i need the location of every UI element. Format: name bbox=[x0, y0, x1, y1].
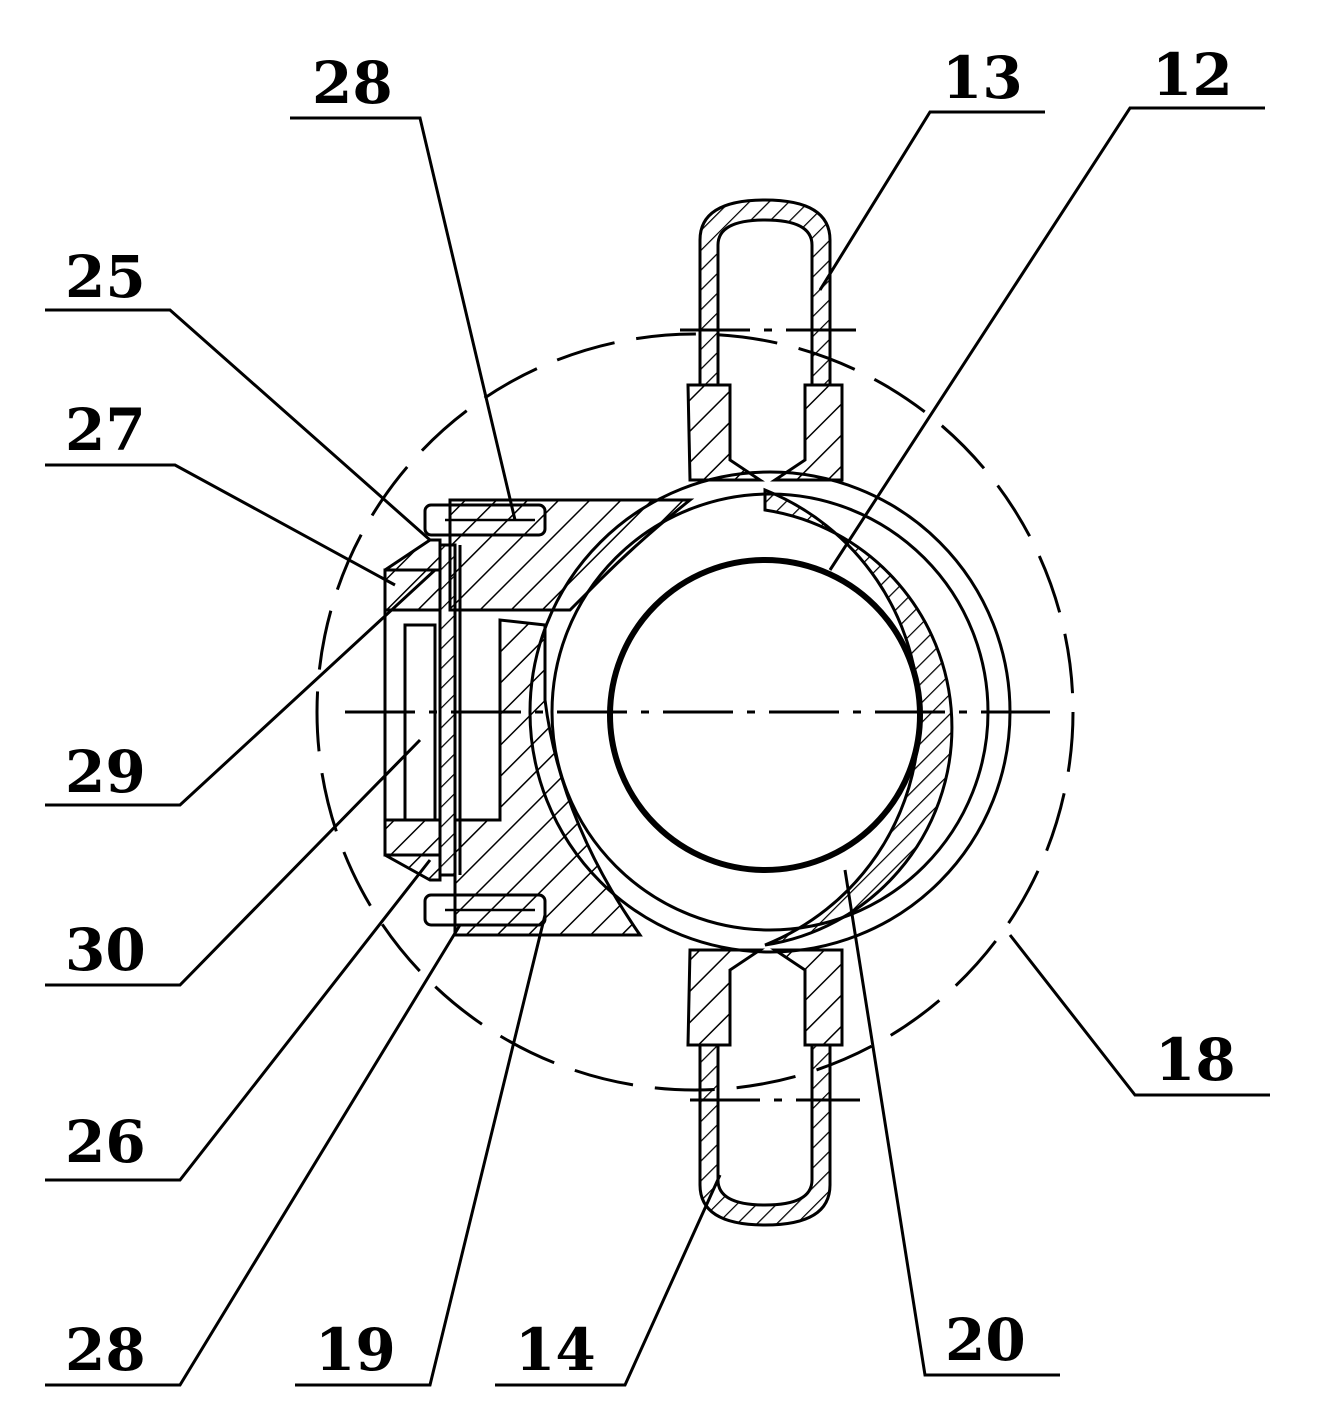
label-12: 12 bbox=[1152, 41, 1233, 109]
bottom-port-neck-right bbox=[770, 948, 844, 1047]
label-29: 29 bbox=[65, 738, 146, 806]
label-26: 26 bbox=[65, 1108, 146, 1176]
top-port-neck-right bbox=[770, 383, 844, 482]
housing-block-lower bbox=[453, 618, 643, 937]
window-30 bbox=[403, 623, 437, 822]
ring-inner bbox=[550, 492, 990, 932]
diaphragm-29 bbox=[438, 543, 457, 877]
label-25: 25 bbox=[65, 243, 146, 311]
envelope-circle-18 bbox=[315, 332, 1075, 1092]
label-28-top: 28 bbox=[312, 49, 393, 117]
top-port-neck bbox=[686, 383, 765, 482]
bolt-28-top bbox=[423, 503, 547, 537]
label-18: 18 bbox=[1155, 1026, 1236, 1094]
ring-body-20 bbox=[763, 487, 954, 947]
bottom-port-14 bbox=[698, 1043, 832, 1227]
label-27: 27 bbox=[65, 396, 146, 464]
top-port-13 bbox=[698, 198, 832, 387]
label-13: 13 bbox=[942, 44, 1023, 112]
bottom-port-neck bbox=[686, 948, 765, 1047]
leader-lines bbox=[45, 106, 1270, 1387]
cover-flange-lower bbox=[383, 818, 442, 882]
label-20: 20 bbox=[945, 1306, 1026, 1374]
label-30: 30 bbox=[65, 916, 146, 984]
label-28-bottom: 28 bbox=[65, 1316, 146, 1384]
center-bore-12 bbox=[607, 557, 923, 873]
bolt-28-bottom bbox=[423, 893, 547, 927]
label-19: 19 bbox=[315, 1316, 396, 1384]
label-14: 14 bbox=[515, 1316, 596, 1384]
housing-block-19 bbox=[448, 498, 695, 612]
